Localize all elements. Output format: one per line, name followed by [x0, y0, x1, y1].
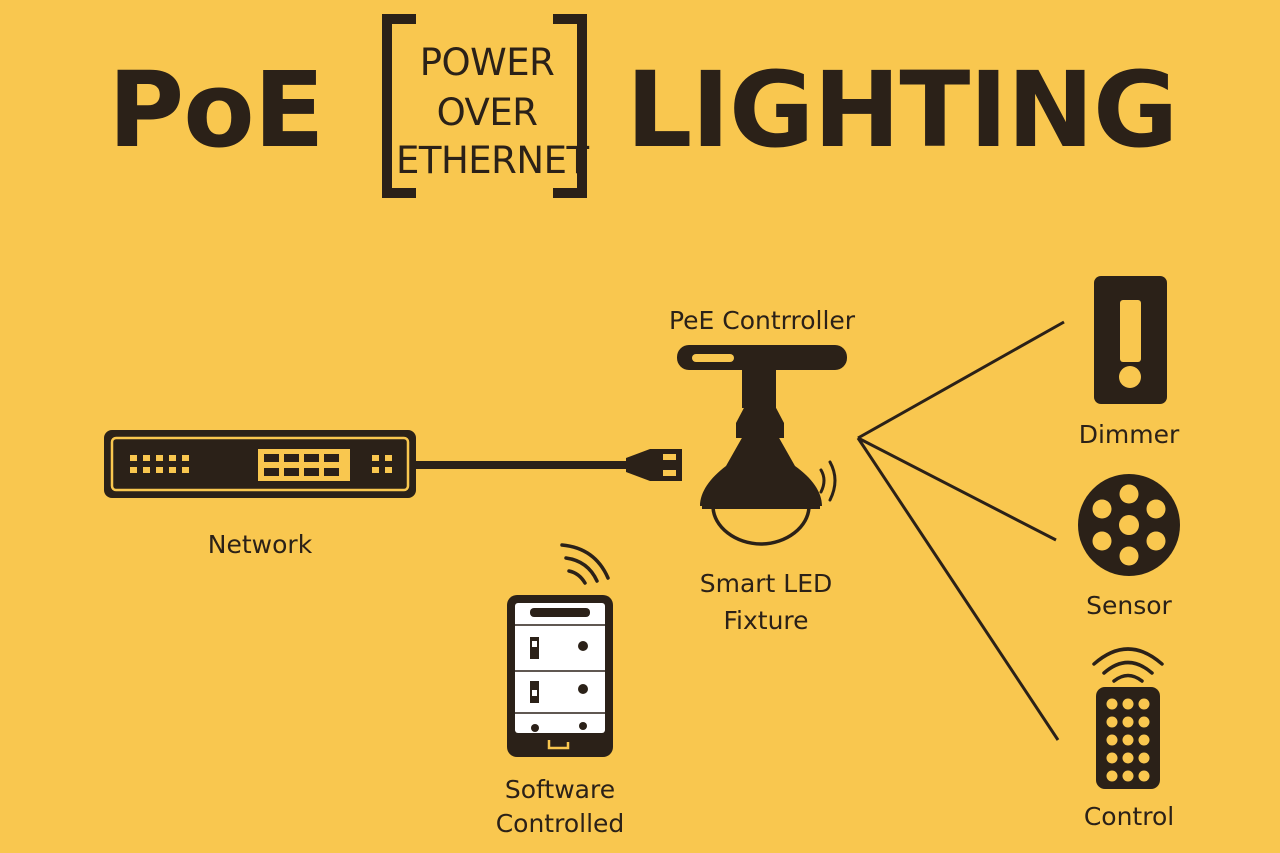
sensor-icon: [1078, 474, 1180, 576]
remote-wifi-icon: [1092, 647, 1164, 683]
left-bracket: [382, 14, 416, 198]
wifi-signal-icon: [560, 543, 610, 585]
title-bracket-line-2: OVER: [436, 91, 538, 134]
title-bracket-line-1: POWER: [419, 41, 555, 84]
ethernet-cable: [414, 461, 628, 469]
led-fixture-icon: [700, 404, 822, 546]
label-control: Control: [1083, 802, 1175, 831]
label-dimmer: Dimmer: [1078, 420, 1180, 449]
label-fixture-line-1: Smart LED: [699, 569, 833, 598]
controller-bar-icon: [677, 345, 847, 408]
label-sensor: Sensor: [1086, 591, 1172, 620]
connection-lines: [856, 320, 1065, 741]
fixture-signal-icon: [819, 460, 837, 502]
remote-control-icon: [1096, 687, 1160, 789]
title-bracket-line-3: ETHERNET: [396, 139, 589, 182]
title-poe: PoE: [108, 49, 325, 171]
label-controller: PeE Contrroller: [668, 306, 856, 335]
label-fixture-line-2: Fixture: [723, 606, 809, 635]
network-switch-icon: [104, 430, 416, 498]
dimmer-icon: [1094, 276, 1167, 404]
title-lighting: LIGHTING: [626, 49, 1178, 171]
smartphone-icon: [507, 595, 613, 757]
label-network: Network: [207, 530, 313, 559]
label-software-line-1: Software: [504, 775, 616, 804]
ethernet-plug-icon: [626, 449, 682, 481]
label-software-line-2: Controlled: [495, 809, 625, 838]
right-bracket: [553, 14, 587, 198]
